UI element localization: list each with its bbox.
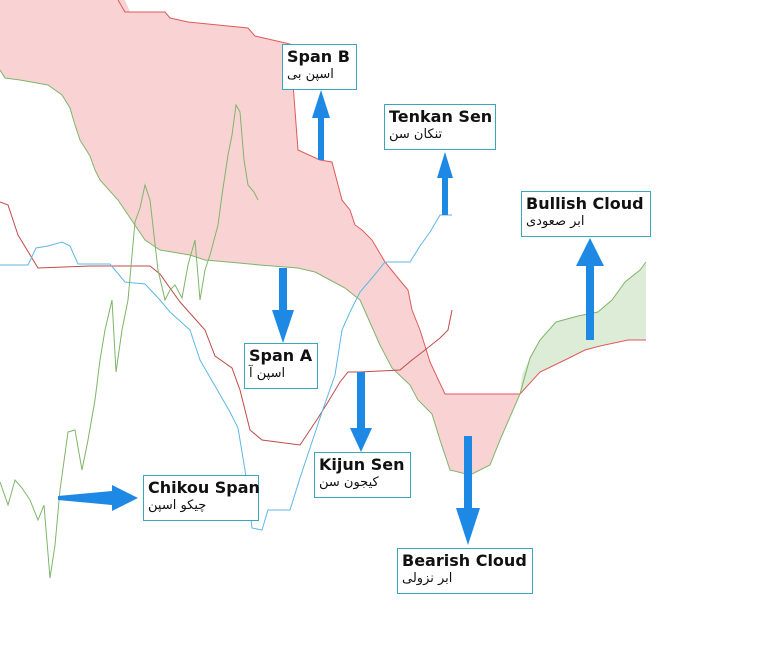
span-b-arrow — [312, 90, 330, 160]
bullish-cloud — [520, 262, 646, 394]
bearish-label-en: Bearish Cloud — [402, 551, 527, 570]
arrows — [58, 90, 604, 545]
kijun-label-en: Kijun Sen — [319, 455, 405, 474]
kijun-arrow — [350, 372, 372, 452]
span-b-label: Span B اسپن بی — [282, 44, 357, 90]
kijun-sen-line — [0, 201, 453, 446]
span-a-label-en: Span A — [249, 346, 313, 365]
tenkan-arrow — [437, 152, 453, 215]
bearish-label: Bearish Cloud ابر نزولی — [397, 548, 533, 594]
kijun-label: Kijun Sen کیجون سن — [314, 452, 411, 498]
chikou-label-fa: چیکو اسپن — [148, 498, 207, 513]
span-a-arrow — [272, 268, 294, 343]
chikou-span-line — [0, 103, 259, 579]
bullish-arrow — [576, 238, 604, 340]
chikou-label: Chikou Span چیکو اسپن — [143, 475, 260, 521]
span-a-label-fa: اسپن آ — [249, 366, 286, 381]
chikou-arrow — [58, 485, 138, 511]
bullish-label-en: Bullish Cloud — [526, 194, 644, 213]
bearish-arrow — [456, 436, 480, 545]
span-b-label-en: Span B — [287, 47, 350, 66]
bullish-label-fa: ابر صعودی — [526, 214, 585, 229]
span-b-line — [117, 0, 646, 395]
span-b-label-fa: اسپن بی — [287, 67, 334, 82]
bearish-label-fa: ابر نزولی — [402, 571, 453, 586]
bearish-cloud — [0, 0, 520, 475]
tenkan-label: Tenkan Sen تنکان سن — [384, 104, 496, 150]
tenkan-label-en: Tenkan Sen — [389, 107, 493, 126]
span-a-label: Span A اسپن آ — [244, 343, 318, 389]
kijun-label-fa: کیجون سن — [319, 475, 379, 490]
span-a-line — [0, 69, 647, 476]
bullish-label: Bullish Cloud ابر صعودی — [521, 191, 651, 237]
chikou-label-en: Chikou Span — [148, 478, 260, 497]
tenkan-sen-line — [0, 214, 452, 531]
tenkan-label-fa: تنکان سن — [389, 127, 443, 142]
